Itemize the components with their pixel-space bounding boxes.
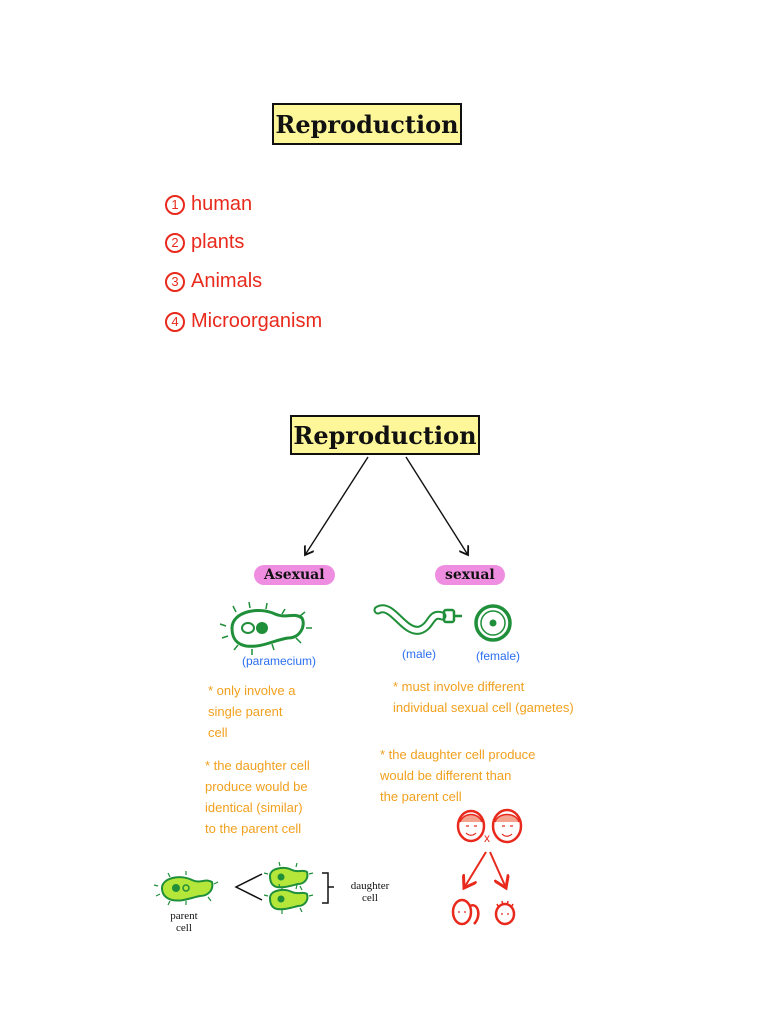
diagram-title: Reproduction [290,415,480,455]
sexual-label: sexual [435,565,505,585]
list-item-label: Microorganism [191,310,323,332]
child-face-right-icon [494,900,516,926]
number-2-icon: 2 [165,232,185,253]
offspring-arrow-right [489,851,506,888]
parent-cell-label: parent cell [170,910,198,934]
daughter-cell-top-icon [263,861,314,892]
sperm-icon [373,604,462,635]
list-item-human: 1 human [165,193,252,216]
paramecium-caption: (paramecium) [242,654,317,668]
sexual-note-1: * must involve different individual sexu… [393,679,574,715]
female-caption: (female) [476,649,521,663]
list-item-animals: 3 Animals [165,270,262,293]
offspring-arrow-left [464,851,487,888]
child-face-left-icon [451,898,480,926]
split-arrows-icon [234,873,263,901]
list-item-label: human [191,193,253,215]
list-item-label: plants [191,231,245,253]
top-title: Reproduction [272,103,462,145]
daughter-cell-bottom-icon [263,883,314,914]
arrow-to-asexual [305,456,369,555]
number-4-icon: 4 [165,311,185,332]
paramecium-icon [219,601,312,655]
parent-cell-icon [153,871,219,906]
sexual-note-2: * the daughter cell produce would be dif… [380,747,536,804]
list-item-microorganism: 4 Microorganism [165,310,322,333]
arrow-to-sexual [405,456,468,555]
number-3-icon: 3 [165,271,185,292]
list-item-label: Animals [191,270,263,292]
number-1-icon: 1 [165,194,185,215]
brace-icon [322,872,334,904]
parent-face-left-icon [456,809,486,843]
male-caption: (male) [402,647,437,661]
daughter-cell-label: daughter cell [350,880,390,904]
parent-face-right-icon [491,808,523,844]
asexual-note-1: * only involve a single parent cell [208,683,296,740]
asexual-note-2: * the daughter cell produce would be ide… [205,758,310,836]
cross-sign: x [484,831,490,845]
list-item-plants: 2 plants [165,231,244,254]
egg-icon [474,604,512,642]
asexual-label: Asexual [254,565,335,585]
